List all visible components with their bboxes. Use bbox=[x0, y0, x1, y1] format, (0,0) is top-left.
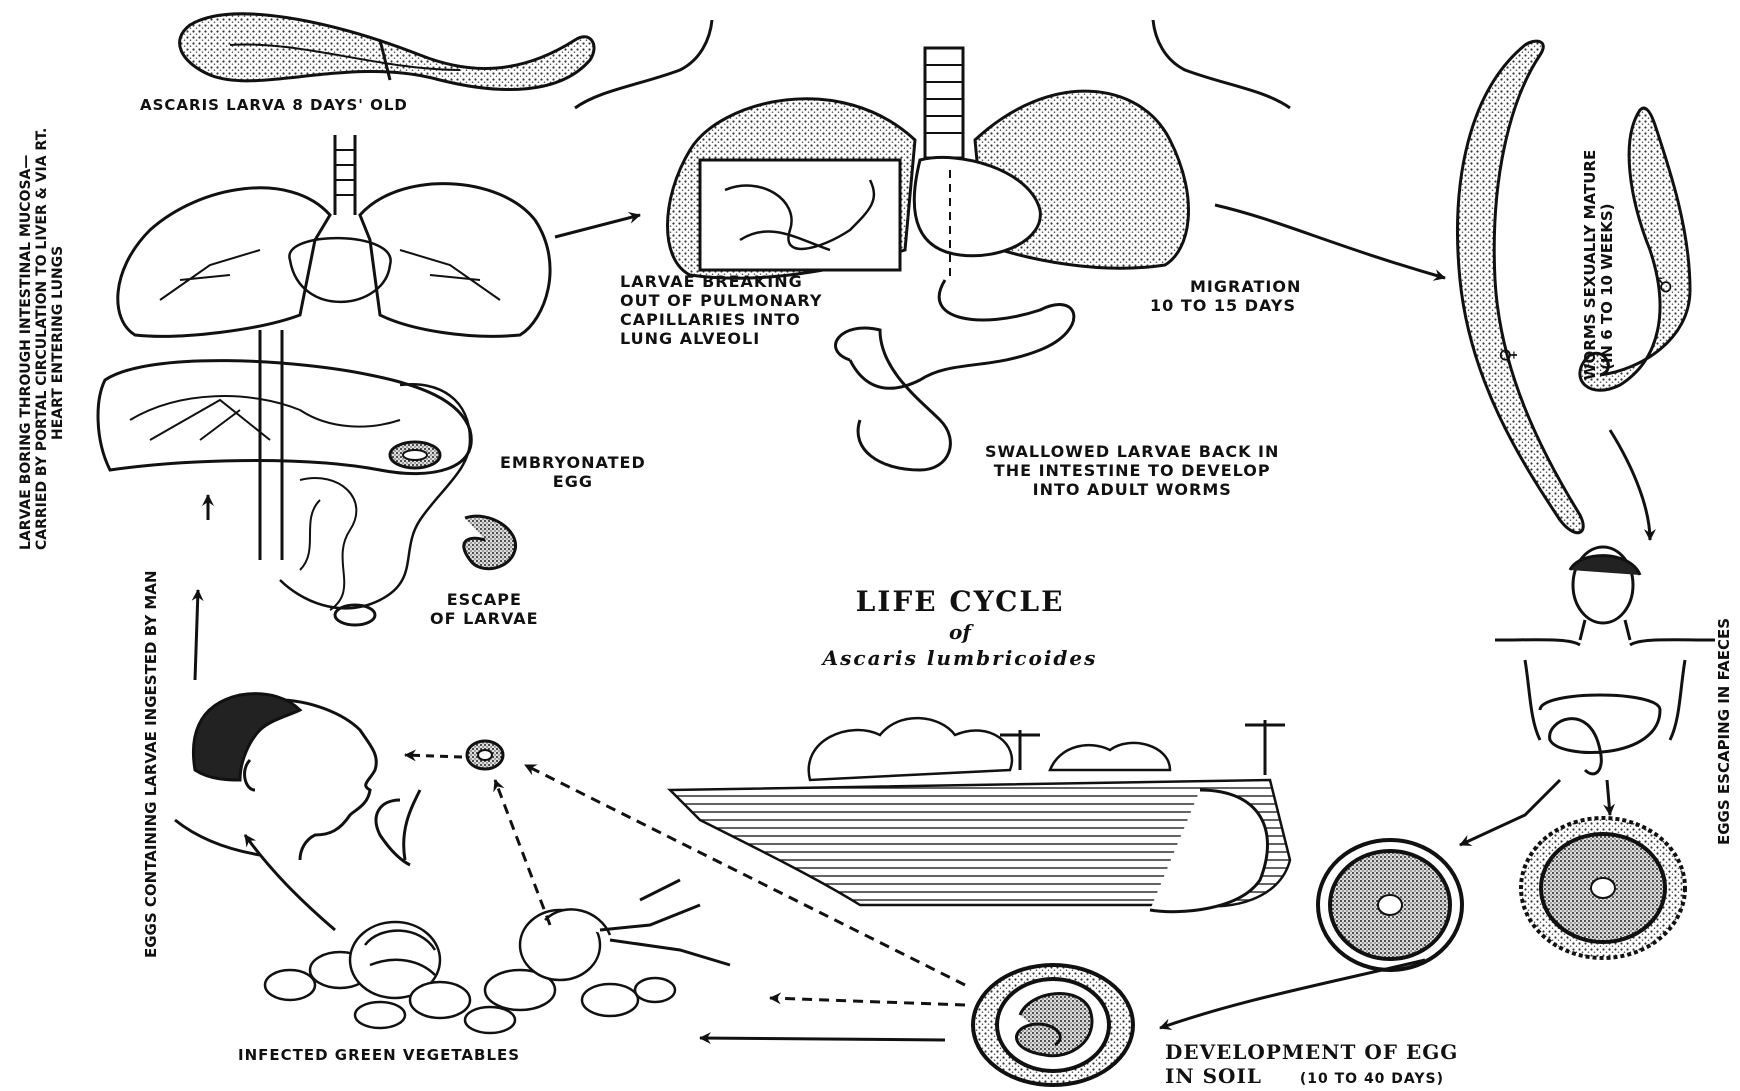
worms-mature-line-2: (IN 6 TO 10 WEEKS) bbox=[1599, 150, 1616, 380]
worms-mature-label: WORMS SEXUALLY MATURE (IN 6 TO 10 WEEKS) bbox=[1582, 150, 1616, 380]
arrow-vegetables-to-man bbox=[245, 835, 335, 930]
larvae-boring-label: LARVAE BORING THROUGH INTESTINAL MUCOSA—… bbox=[18, 128, 66, 550]
arrow-egg-to-soil bbox=[1160, 960, 1425, 1028]
developing-egg-in-soil bbox=[973, 965, 1133, 1085]
arrow-lungs-to-upper-lungs bbox=[555, 215, 640, 237]
embryonated-egg-line-1: EMBRYONATED bbox=[500, 453, 646, 472]
green-vegetables-illustration bbox=[265, 880, 730, 1033]
development-egg-line-2-text: IN SOIL bbox=[1165, 1064, 1262, 1088]
arrow-soil-to-vegetables bbox=[700, 1038, 945, 1040]
lungs-migration-illustration bbox=[575, 20, 1290, 470]
embryonated-egg-line-2: EGG bbox=[500, 472, 646, 491]
arrow-migration-to-worms bbox=[1215, 205, 1445, 278]
title-line-2: of bbox=[760, 619, 1160, 645]
escaping-larva-illustration bbox=[464, 516, 516, 569]
swallowed-line-3: INTO ADULT WORMS bbox=[985, 480, 1279, 499]
development-egg-label: DEVELOPMENT OF EGG IN SOIL (10 TO 40 DAY… bbox=[1165, 1040, 1458, 1091]
infected-vegetables-label: INFECTED GREEN VEGETABLES bbox=[238, 1046, 520, 1065]
development-egg-line-2: IN SOIL (10 TO 40 DAYS) bbox=[1165, 1064, 1458, 1091]
male-symbol: ♂ bbox=[1655, 275, 1674, 294]
egg-in-faeces-right bbox=[1521, 818, 1685, 958]
escape-larvae-line-1: ESCAPE bbox=[430, 590, 539, 609]
larvae-boring-line-3: HEART ENTERING LUNGS bbox=[50, 128, 66, 550]
female-symbol: ♀ bbox=[1498, 347, 1517, 363]
diagram-title: LIFE CYCLE of Ascaris lumbricoides bbox=[760, 585, 1160, 671]
escape-larvae-line-2: OF LARVAE bbox=[430, 609, 539, 628]
eggs-ingested-label: EGGS CONTAINING LARVAE INGESTED BY MAN bbox=[143, 570, 160, 958]
arrow-man-to-intestine bbox=[195, 590, 198, 680]
eggs-escaping-label: EGGS ESCAPING IN FAECES bbox=[1716, 618, 1733, 845]
swallowed-line-1: SWALLOWED LARVAE BACK IN bbox=[985, 442, 1279, 461]
larvae-boring-line-2: CARRIED BY PORTAL CIRCULATION TO LIVER &… bbox=[34, 128, 50, 550]
development-egg-line-1: DEVELOPMENT OF EGG bbox=[1165, 1040, 1458, 1064]
migration-line-2: 10 TO 15 DAYS bbox=[1150, 296, 1301, 315]
larvae-breaking-line-2: OUT OF PULMONARY bbox=[620, 291, 822, 310]
migration-label: MIGRATION 10 TO 15 DAYS bbox=[1150, 277, 1301, 315]
swallowed-line-2: THE INTESTINE TO DEVELOP bbox=[985, 461, 1279, 480]
ascaris-larva-illustration bbox=[180, 14, 594, 90]
title-line-3: Ascaris lumbricoides bbox=[760, 645, 1160, 671]
swallowed-larvae-label: SWALLOWED LARVAE BACK IN THE INTESTINE T… bbox=[985, 442, 1279, 499]
egg-in-faeces-left bbox=[1318, 840, 1462, 970]
arrow-faeces-to-right-egg bbox=[1607, 780, 1610, 815]
escape-larvae-label: ESCAPE OF LARVAE bbox=[430, 590, 539, 628]
arrow-egg-to-mouth-dashed bbox=[405, 755, 462, 757]
embryonated-egg-illustration bbox=[390, 442, 440, 468]
embryonated-egg-label: EMBRYONATED EGG bbox=[500, 453, 646, 491]
larvae-breaking-line-4: LUNG ALVEOLI bbox=[620, 329, 822, 348]
arrow-soil-to-vegetables-dashed bbox=[770, 998, 965, 1005]
larvae-breaking-line-1: LARVAE BREAKING bbox=[620, 272, 822, 291]
larva-8-days-label: ASCARIS LARVA 8 DAYS' OLD bbox=[140, 96, 408, 115]
worms-mature-line-1: WORMS SEXUALLY MATURE bbox=[1582, 150, 1599, 380]
title-line-1: LIFE CYCLE bbox=[760, 585, 1160, 619]
arrow-worms-to-man bbox=[1610, 430, 1650, 540]
man-with-intestine-illustration bbox=[1495, 547, 1715, 774]
development-days: (10 TO 40 DAYS) bbox=[1300, 1071, 1444, 1087]
arrow-faeces-to-left-egg bbox=[1460, 780, 1560, 845]
larvae-boring-line-1: LARVAE BORING THROUGH INTESTINAL MUCOSA— bbox=[18, 128, 34, 550]
man-ingesting-eggs-illustration bbox=[175, 694, 503, 865]
larvae-breaking-line-3: CAPILLARIES INTO bbox=[620, 310, 822, 329]
migration-line-1: MIGRATION bbox=[1150, 277, 1301, 296]
larvae-breaking-label: LARVAE BREAKING OUT OF PULMONARY CAPILLA… bbox=[620, 272, 822, 348]
arrow-vegetables-to-egg-dashed bbox=[495, 780, 550, 925]
